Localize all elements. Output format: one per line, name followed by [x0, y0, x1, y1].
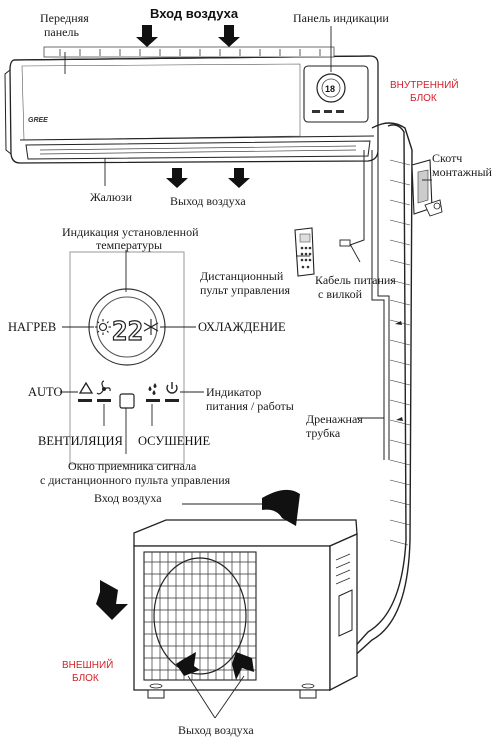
louvers-label: Жалюзи [90, 190, 133, 204]
air-outlet-outdoor-label: Выход воздуха [178, 723, 254, 737]
arrow-down-icon [218, 25, 240, 47]
dry-icon [148, 383, 157, 395]
drain-label-2: трубка [306, 426, 341, 440]
set-temperature-digits: 22 [112, 317, 143, 347]
dry-label: ОСУШЕНИЕ [138, 434, 211, 448]
fan-label: ВЕНТИЛЯЦИЯ [38, 434, 123, 448]
arrow-curved-icon [262, 489, 300, 526]
cool-icon [143, 319, 159, 335]
arrow-curved-icon [96, 580, 128, 620]
air-outlet-indoor-label: Выход воздуха [170, 194, 246, 208]
indoor-unit-label-2: БЛОК [410, 93, 437, 104]
led-fan [97, 399, 111, 402]
set-temp-label-2: температуры [96, 238, 162, 252]
receiver-label-2: с дистанционного пульта управления [40, 473, 231, 487]
power-indicator-label-2: питания / работы [206, 399, 294, 413]
front-panel-label: Передняя [40, 11, 89, 25]
air-inlet-outdoor-label: Вход воздуха [94, 491, 162, 505]
piping [339, 122, 443, 661]
outdoor-unit-label: ВНЕШНИЙ [62, 658, 113, 671]
tape-label: Скотч [432, 151, 462, 165]
cable-label: Кабель питания [315, 273, 396, 287]
brand-logo: GREE [28, 117, 48, 124]
led-dry [146, 399, 160, 402]
set-temp-label: Индикация установленной [62, 225, 199, 239]
air-inlet-arrows-top [136, 25, 240, 47]
cable-label-2: с вилкой [318, 287, 363, 301]
arrow-curved-icon [176, 652, 200, 676]
tape-label-2: монтажный [432, 165, 493, 179]
arrow-down-icon [228, 168, 250, 188]
ir-receiver-window [119, 393, 135, 409]
leader-lines [60, 26, 432, 719]
indoor-unit: 18 GREE [4, 46, 379, 164]
receiver-label: Окно приемника сигнала [68, 459, 197, 473]
arrow-down-icon [166, 168, 188, 188]
remote-label: Дистанционный [200, 269, 284, 283]
led-auto [78, 399, 92, 402]
cool-label: ОХЛАЖДЕНИЕ [198, 320, 286, 334]
outdoor-unit-label-2: БЛОК [72, 673, 99, 684]
air-outlet-arrows-indoor [166, 168, 250, 188]
top-grille [59, 49, 321, 56]
air-inlet-arrows-outdoor [96, 489, 300, 620]
led-power [165, 399, 179, 402]
labels: Передняя панель Вход воздуха Панель инди… [8, 6, 493, 737]
remote-label-2: пульт управления [200, 283, 291, 297]
remote-control [294, 227, 315, 277]
outdoor-unit [133, 519, 358, 699]
display-panel-detail: 22 [69, 251, 185, 465]
heat-label: НАГРЕВ [8, 320, 56, 334]
front-panel-label-2: панель [44, 25, 79, 39]
air-outlet-arrows-outdoor [176, 652, 254, 680]
fan-icon [96, 380, 111, 395]
display-panel-label: Панель индикации [293, 11, 389, 25]
power-icon [166, 382, 178, 394]
power-indicator-label: Индикатор [206, 385, 261, 399]
heat-icon [95, 319, 111, 335]
drain-label: Дренажная [306, 412, 363, 426]
auto-icon [78, 381, 94, 394]
auto-label: AUTO [28, 385, 63, 399]
arrow-down-icon [136, 25, 158, 47]
svg-text:18: 18 [325, 84, 335, 94]
indoor-unit-label: ВНУТРЕННИЙ [390, 78, 459, 91]
arrow-curved-icon [232, 652, 254, 680]
air-inlet-top-label: Вход воздуха [150, 6, 239, 21]
